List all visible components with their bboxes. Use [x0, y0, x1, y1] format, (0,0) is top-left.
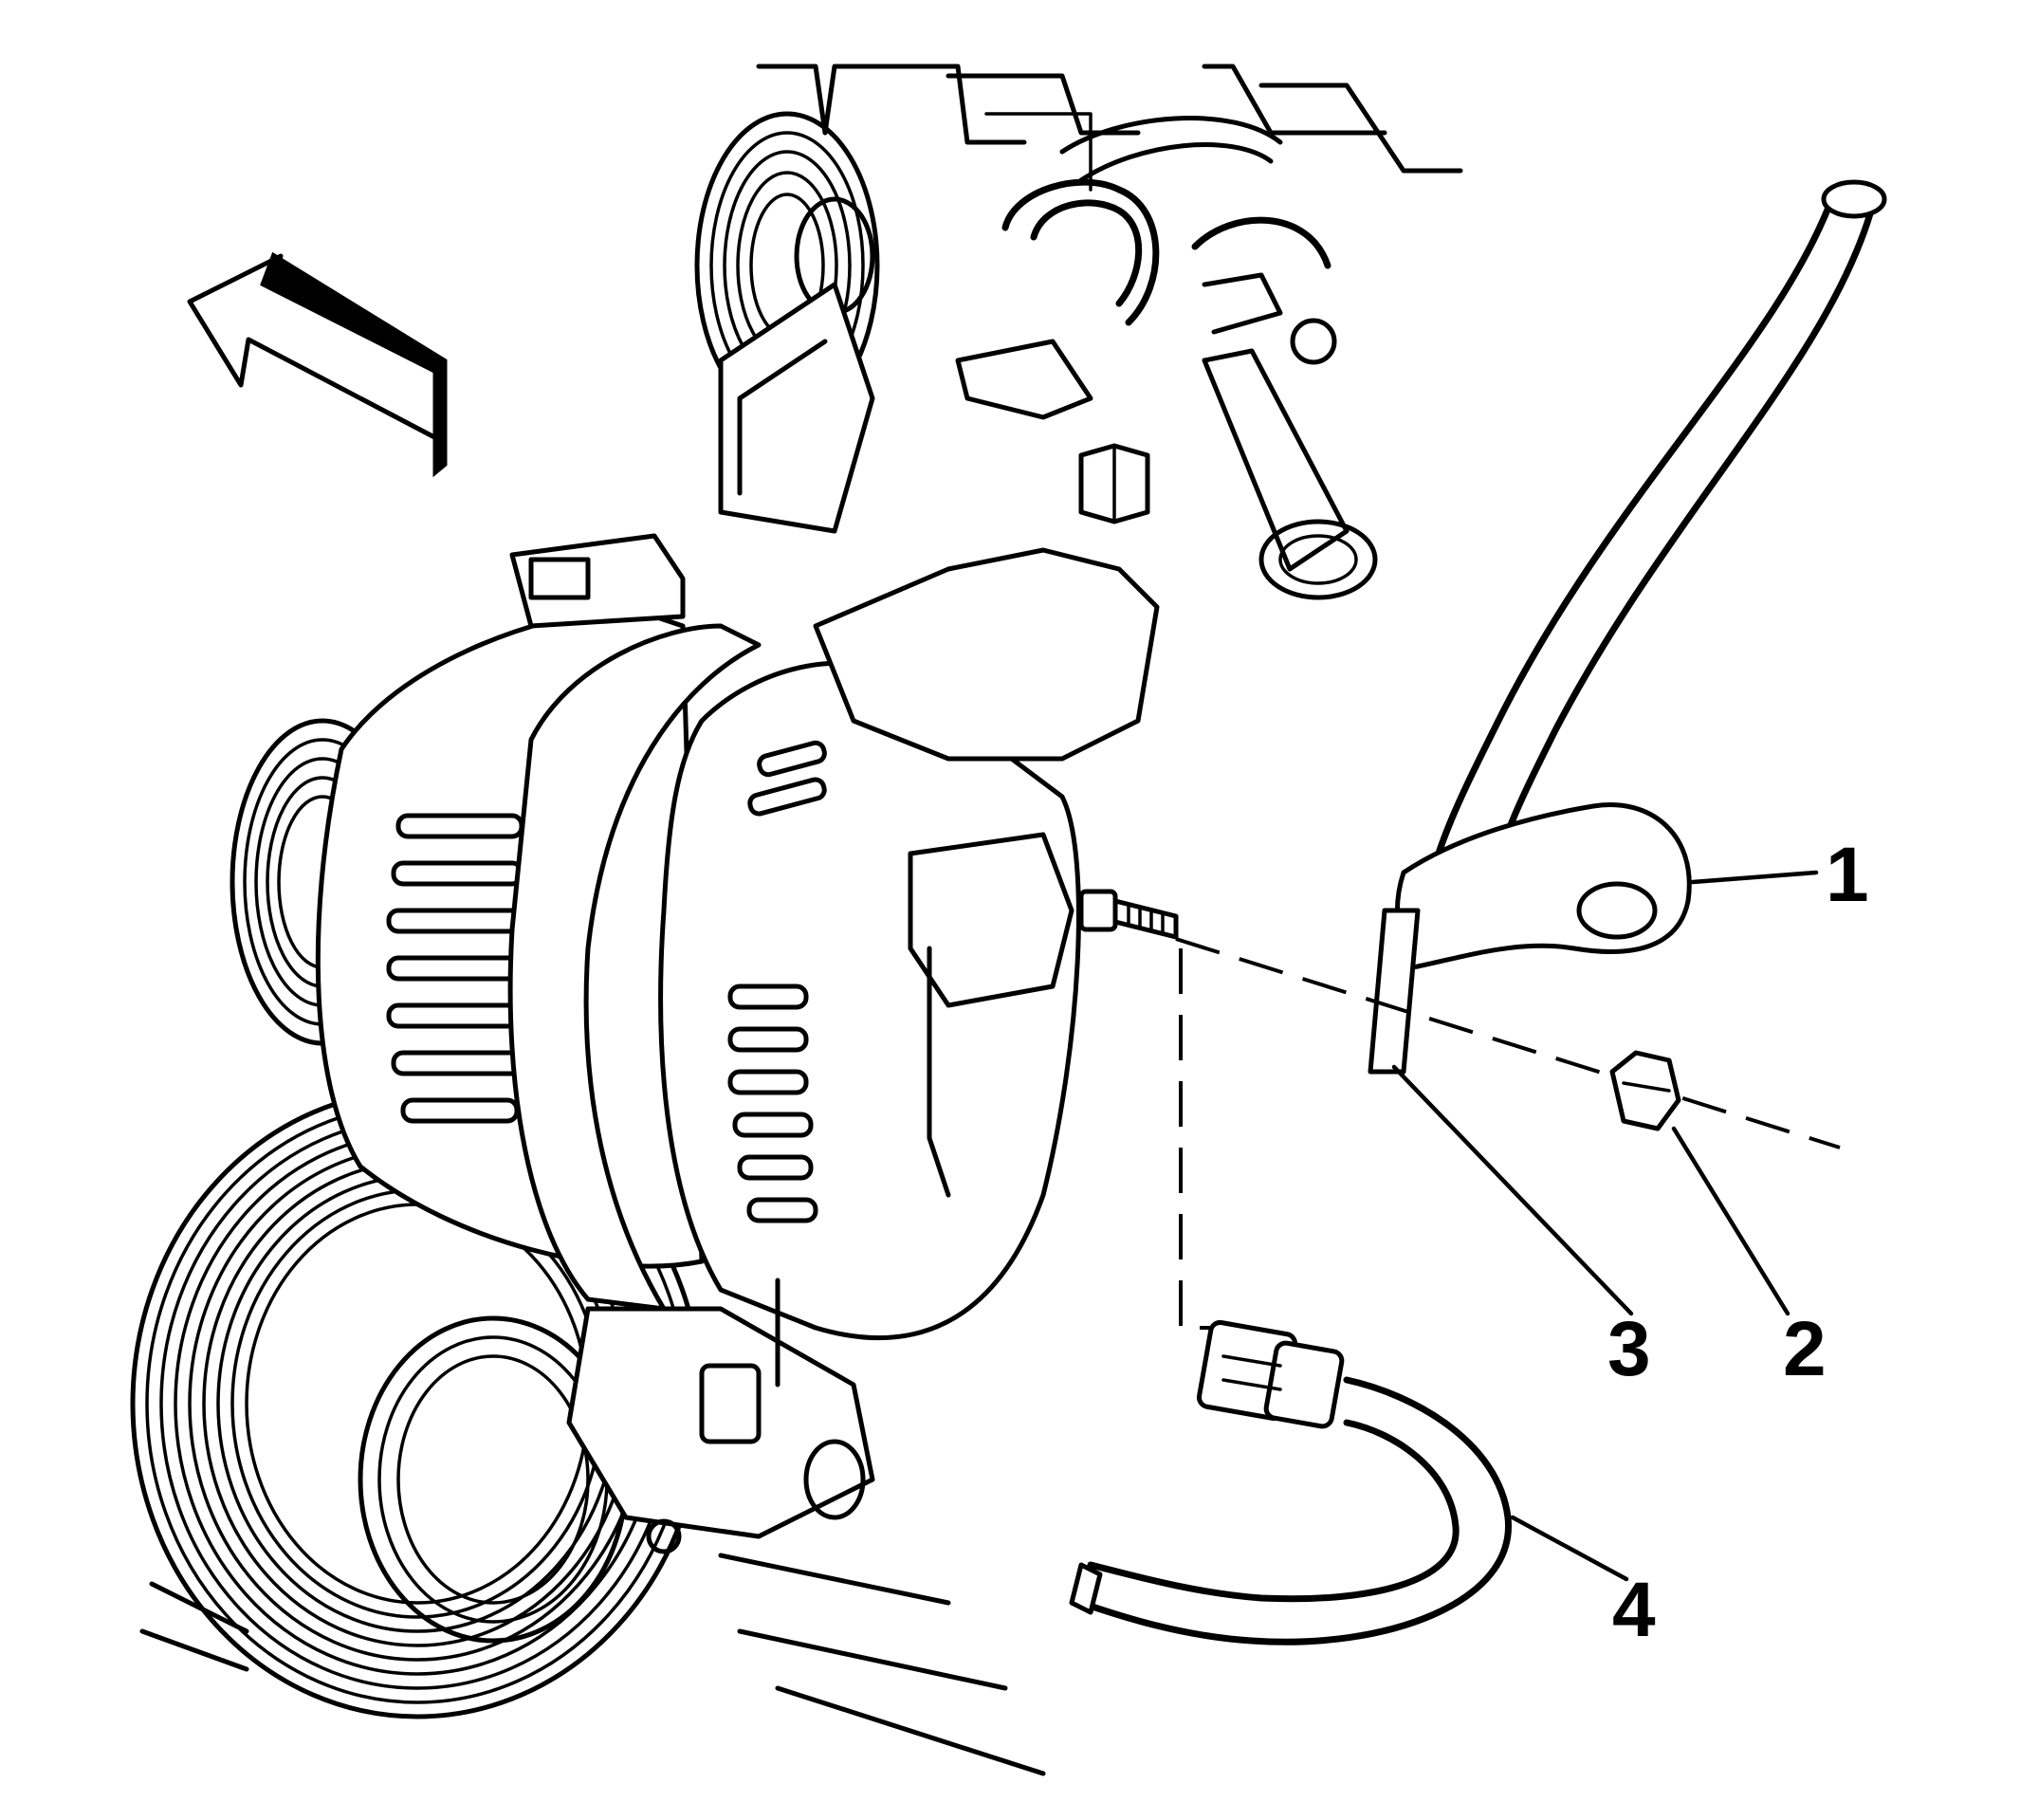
- leader-4: [1510, 1515, 1629, 1582]
- callout-2: 2: [1783, 1306, 1827, 1392]
- callout-1: 1: [1826, 832, 1869, 918]
- callout-3: 3: [1607, 1306, 1651, 1392]
- leader-lines: [1391, 870, 1819, 1582]
- engine-upper-assembly: [694, 64, 1463, 600]
- generator: [230, 533, 1160, 1776]
- front-housing-vent-slots: [727, 740, 827, 1223]
- leader-1: [1690, 870, 1819, 885]
- callout-4: 4: [1612, 1567, 1656, 1653]
- alignment-line: [1175, 937, 1841, 1330]
- callouts: 1 2 3 4: [1607, 832, 1869, 1653]
- direction-arrow-icon: [187, 251, 448, 478]
- generator-harness-connector: [1069, 1319, 1512, 1645]
- terminal-stud: [1078, 889, 1179, 940]
- terminal-nut: [1609, 1050, 1681, 1131]
- leader-3: [1391, 1064, 1634, 1316]
- leader-2: [1671, 1126, 1790, 1316]
- battery-positive-cable: [1368, 179, 1887, 1075]
